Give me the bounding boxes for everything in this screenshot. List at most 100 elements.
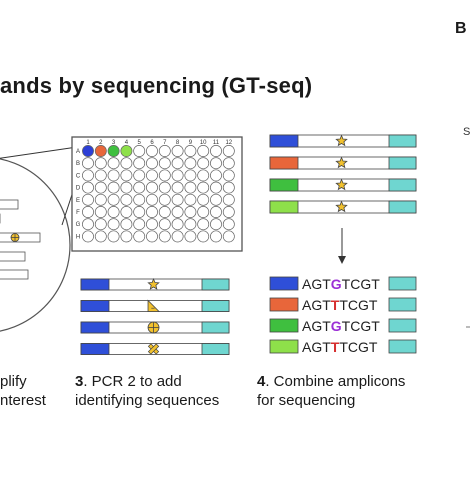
well bbox=[133, 230, 146, 243]
barcode-tag bbox=[269, 318, 299, 333]
well bbox=[82, 218, 94, 231]
sequence-prefix: AGT bbox=[302, 297, 331, 313]
well bbox=[94, 218, 107, 231]
step3-amplicon bbox=[80, 277, 230, 291]
magnifier-circle bbox=[0, 158, 71, 332]
step-2-line2: nterest bbox=[0, 392, 46, 409]
well bbox=[94, 181, 107, 194]
well bbox=[82, 206, 94, 218]
step-3-caption: 3. PCR 2 to add identifying sequences bbox=[75, 372, 219, 410]
well bbox=[158, 193, 171, 206]
adapter-tag bbox=[388, 178, 417, 192]
sequence-read: AGTGTCGT bbox=[269, 318, 417, 334]
well bbox=[171, 218, 184, 231]
well bbox=[210, 230, 222, 243]
well bbox=[107, 169, 120, 182]
arrow-head bbox=[338, 256, 346, 264]
amplicon-fragment bbox=[0, 199, 19, 210]
plate-column-label: 5 bbox=[138, 140, 142, 146]
sequence-suffix: TCGT bbox=[342, 276, 381, 292]
step-3-number: 3 bbox=[75, 373, 84, 390]
adapter-tag bbox=[388, 156, 417, 170]
adapter-tag bbox=[388, 339, 417, 354]
well bbox=[94, 157, 107, 170]
well bbox=[158, 169, 171, 182]
sequence-text: AGTGTCGT bbox=[302, 318, 380, 334]
well bbox=[158, 230, 171, 243]
barcode-tag bbox=[80, 278, 110, 291]
barcode-tag bbox=[269, 276, 299, 291]
well bbox=[197, 218, 210, 231]
sequence-suffix: TCGT bbox=[342, 318, 381, 334]
step4-amplicon bbox=[269, 200, 417, 214]
sequence-prefix: AGT bbox=[302, 276, 331, 292]
well bbox=[158, 157, 171, 170]
well bbox=[171, 157, 184, 170]
barcode-tag bbox=[269, 178, 299, 192]
well bbox=[184, 145, 197, 157]
well bbox=[184, 169, 197, 182]
well bbox=[171, 145, 184, 157]
well bbox=[146, 169, 158, 182]
well bbox=[171, 230, 184, 243]
well bbox=[82, 181, 94, 194]
star-symbol bbox=[335, 134, 348, 147]
plate-column-label: 4 bbox=[125, 140, 129, 146]
step-2-caption: plify nterest bbox=[0, 372, 46, 410]
adapter-tag bbox=[201, 343, 230, 355]
well bbox=[222, 218, 235, 231]
barcode-tag bbox=[80, 321, 110, 334]
well bbox=[94, 206, 107, 218]
well bbox=[120, 230, 133, 243]
well bbox=[222, 206, 235, 218]
well bbox=[210, 145, 222, 157]
well bbox=[197, 193, 210, 206]
well bbox=[120, 169, 133, 182]
well bbox=[197, 145, 210, 157]
well bbox=[146, 157, 158, 170]
snp-base: T bbox=[331, 339, 340, 355]
sequence-read: AGTGTCGT bbox=[269, 276, 417, 292]
step-3-line2: identifying sequences bbox=[75, 392, 220, 409]
adapter-tag bbox=[388, 297, 417, 312]
well bbox=[210, 206, 222, 218]
triangle-symbol bbox=[147, 299, 160, 312]
figure-title: ands by sequencing (GT-seq) bbox=[0, 73, 313, 98]
well bbox=[82, 193, 94, 206]
adapter-tag bbox=[201, 321, 230, 334]
plate-column-label: 12 bbox=[225, 140, 232, 146]
well bbox=[210, 157, 222, 170]
star-symbol bbox=[335, 156, 348, 169]
barcode-tag bbox=[269, 297, 299, 312]
highlighted-well bbox=[120, 145, 133, 157]
highlighted-well bbox=[107, 145, 120, 157]
step4-amplicon bbox=[269, 178, 417, 192]
well bbox=[197, 169, 210, 182]
well bbox=[107, 193, 120, 206]
adapter-tag bbox=[388, 276, 417, 291]
well bbox=[146, 181, 158, 194]
plate-row-label: G bbox=[76, 222, 81, 228]
well bbox=[184, 157, 197, 170]
highlighted-well bbox=[94, 145, 107, 157]
plate-column-label: 1 bbox=[86, 140, 90, 146]
adapter-tag bbox=[388, 134, 417, 148]
well bbox=[184, 206, 197, 218]
well bbox=[133, 145, 146, 157]
step3-amplicon bbox=[80, 343, 230, 355]
sequence-text: AGTGTCGT bbox=[302, 276, 380, 292]
well bbox=[133, 206, 146, 218]
well bbox=[158, 145, 171, 157]
well bbox=[171, 181, 184, 194]
plate-row-label: B bbox=[76, 161, 80, 167]
well bbox=[120, 206, 133, 218]
well bbox=[120, 157, 133, 170]
well bbox=[184, 181, 197, 194]
well bbox=[171, 193, 184, 206]
step-4-caption: 4. Combine amplicons for sequencing bbox=[257, 372, 405, 410]
well bbox=[94, 169, 107, 182]
well bbox=[158, 206, 171, 218]
sequence-read: AGTTTCGT bbox=[269, 339, 417, 355]
